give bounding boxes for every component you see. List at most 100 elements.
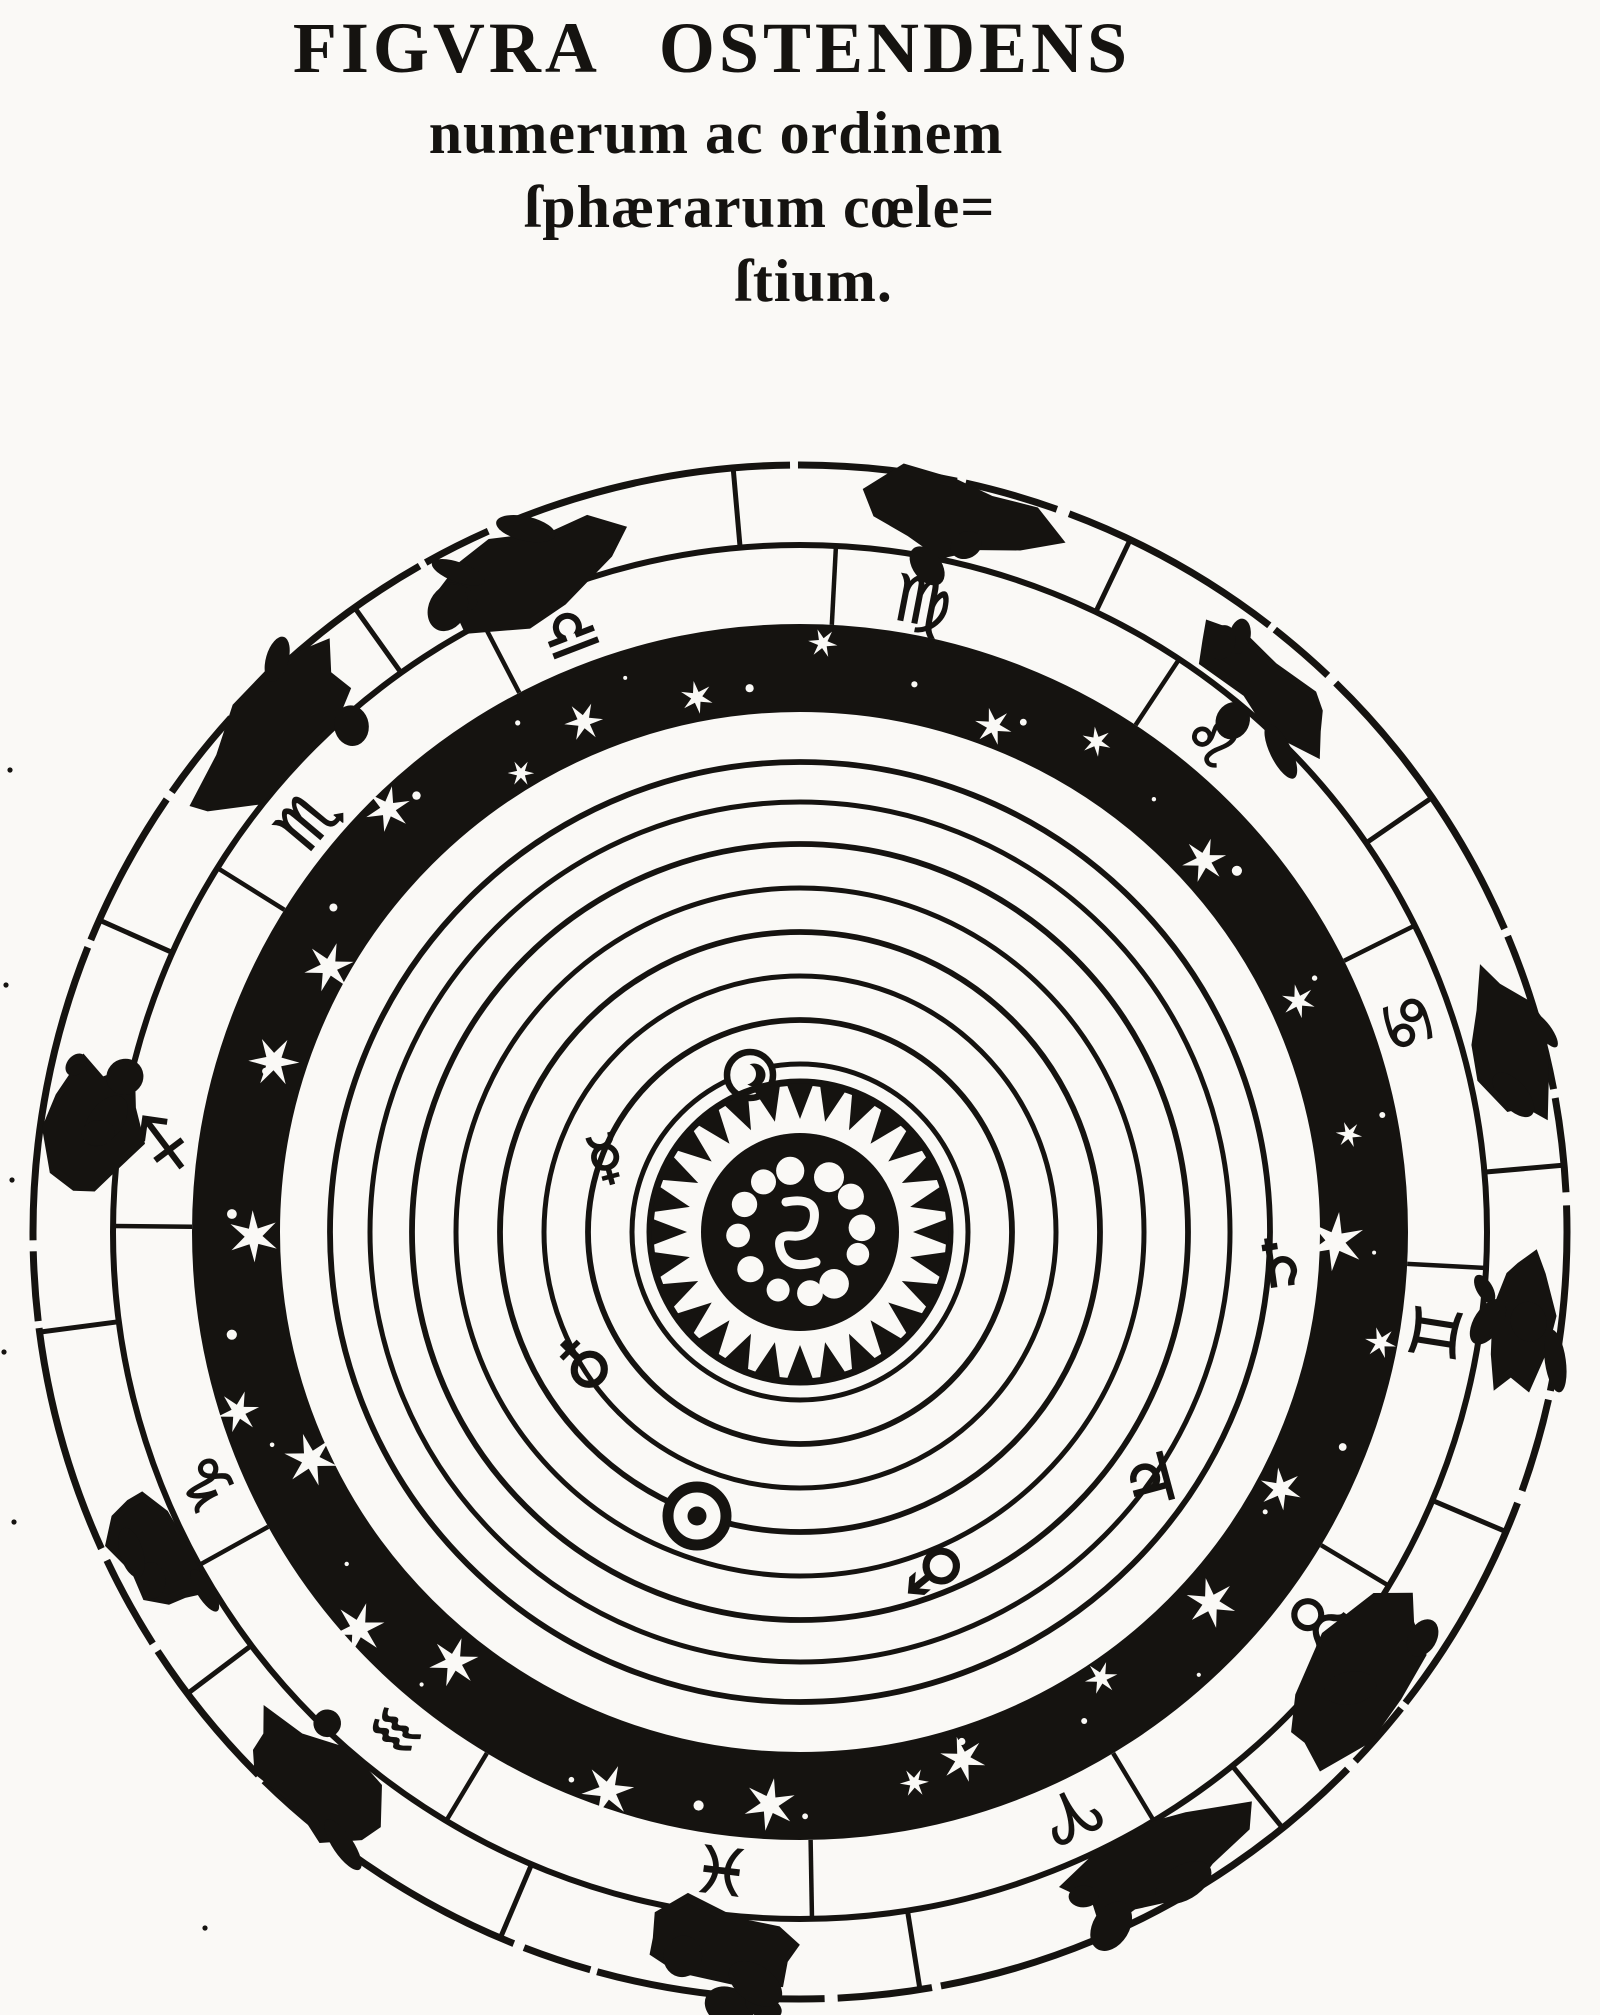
small-star-dot-icon [227, 1209, 237, 1219]
ink-shape [105, 1491, 211, 1605]
firmament-stars [217, 629, 1396, 1831]
earth-sea-scallop [731, 1191, 758, 1218]
ink-shape [138, 1562, 166, 1599]
earth-ring-tooth [723, 1333, 751, 1372]
small-star-dot-icon [269, 1442, 275, 1448]
earth-toothed-ring [646, 1078, 954, 1386]
figure-band-divider [1484, 1162, 1565, 1175]
star-icon [230, 1210, 277, 1263]
gemini-zodiac-symbol: ♊ [1392, 1298, 1474, 1366]
capricorn-constellation-figure [105, 1491, 220, 1612]
figure-band-divider [39, 1319, 120, 1335]
earth-sea-scallop [766, 1278, 790, 1302]
figure-band-divider [498, 1863, 534, 1940]
star-icon [1186, 1578, 1236, 1628]
earth-ring-tooth [696, 1320, 730, 1357]
orbit-ring-5 [453, 885, 1147, 1579]
small-star-dot-icon [412, 791, 421, 800]
star-icon [564, 703, 604, 740]
small-star-dot-icon [693, 1800, 704, 1811]
aries-constellation-figure [1058, 1801, 1252, 1951]
orbit-ring-7 [367, 799, 1233, 1665]
page-edge-speck [3, 982, 9, 988]
earth-ring-tooth [849, 1333, 877, 1372]
ink-shape [313, 1709, 341, 1738]
small-star-dot-icon [1372, 1250, 1377, 1255]
ink-shape [1406, 1619, 1439, 1657]
earth-ring-tooth [675, 1128, 712, 1162]
star-icon [744, 1778, 795, 1831]
ink-shape [334, 705, 369, 746]
ink-shape [1510, 1301, 1547, 1342]
earth-ring-tooth [901, 1155, 940, 1183]
pisces-constellation-figure [649, 1892, 800, 2015]
orbit-ring-8 [327, 759, 1273, 1705]
small-star-dot-icon [1379, 1112, 1386, 1118]
taurus-constellation-figure [1291, 1592, 1439, 1772]
virgo-constellation-figure [862, 463, 1066, 586]
title-line-2: numerum ac ordinem [428, 100, 1004, 166]
star-icon [808, 629, 838, 657]
star-icon [1082, 726, 1111, 757]
earth-ring-tooth [870, 1320, 904, 1357]
small-star-dot-icon [1196, 1672, 1201, 1677]
star-icon [507, 761, 535, 785]
earth-ring-tooth [910, 1185, 948, 1213]
ink-shape [1058, 1801, 1252, 1934]
small-star-dot-icon [344, 1561, 349, 1567]
figure-title: FIGVRA OSTENDENS numerum ac ordinem ſphæ… [0, 0, 1600, 318]
ink-shape [1469, 1298, 1507, 1345]
star-icon [248, 1039, 300, 1085]
glyph-band-divider [829, 545, 839, 625]
star-icon [581, 1766, 635, 1816]
earth-ring-tooth [660, 1281, 699, 1309]
orbit-ring-6 [409, 841, 1191, 1623]
star-icon [681, 681, 713, 714]
figure-band-divider [352, 606, 404, 675]
earth-ring-tooth [819, 1342, 847, 1380]
earth-ring-tooth [786, 1345, 814, 1381]
ink-shape [324, 1819, 362, 1871]
zodiac-middle-ring [110, 542, 1490, 1922]
small-star-dot-icon [1151, 797, 1157, 802]
small-star-dot-icon [568, 1776, 575, 1783]
star-icon [1308, 1212, 1363, 1272]
ink-shape [950, 531, 982, 560]
sun-symbol [662, 1481, 732, 1551]
star-icon [366, 786, 410, 832]
small-star-dot-icon [745, 684, 754, 693]
earth-sea-scallop [819, 1269, 849, 1299]
ink-shape [189, 638, 352, 812]
ink-shape [81, 1120, 115, 1146]
page-edge-speck [11, 1519, 17, 1525]
earth-ring-tooth [651, 1218, 687, 1246]
figure-band-divider [730, 467, 743, 548]
small-star-dot-icon [1311, 975, 1318, 981]
ink-shape [909, 546, 945, 586]
star-icon [284, 1433, 337, 1486]
ink-shape [252, 1704, 382, 1844]
earth-sea-scallop [848, 1214, 876, 1242]
small-star-dot-icon [1338, 1443, 1347, 1451]
earth-ring-tooth [696, 1107, 730, 1144]
mars-symbol: ♂ [903, 1531, 967, 1610]
figure-band-divider [1093, 538, 1133, 614]
ink-shape [1264, 724, 1298, 779]
ink-shape [431, 558, 485, 586]
star-icon [899, 1769, 929, 1796]
sagittarius-constellation-figure [41, 1053, 145, 1192]
glyph-band-divider [216, 866, 286, 912]
earth-ring-tooth [753, 1084, 781, 1122]
star-icon [304, 943, 354, 992]
small-star-dot-icon [515, 720, 521, 726]
ink-shape [1324, 1671, 1377, 1705]
pisces-zodiac-symbol: ♓ [689, 1828, 755, 1908]
scorpio-constellation-figure [189, 636, 369, 812]
earth-ring-tooth [675, 1302, 712, 1336]
ink-shape [1471, 964, 1549, 1121]
orbit-ring-2 [585, 1017, 1015, 1447]
small-star-dot-icon [1081, 1718, 1088, 1724]
orbit-ring-3 [541, 973, 1059, 1491]
